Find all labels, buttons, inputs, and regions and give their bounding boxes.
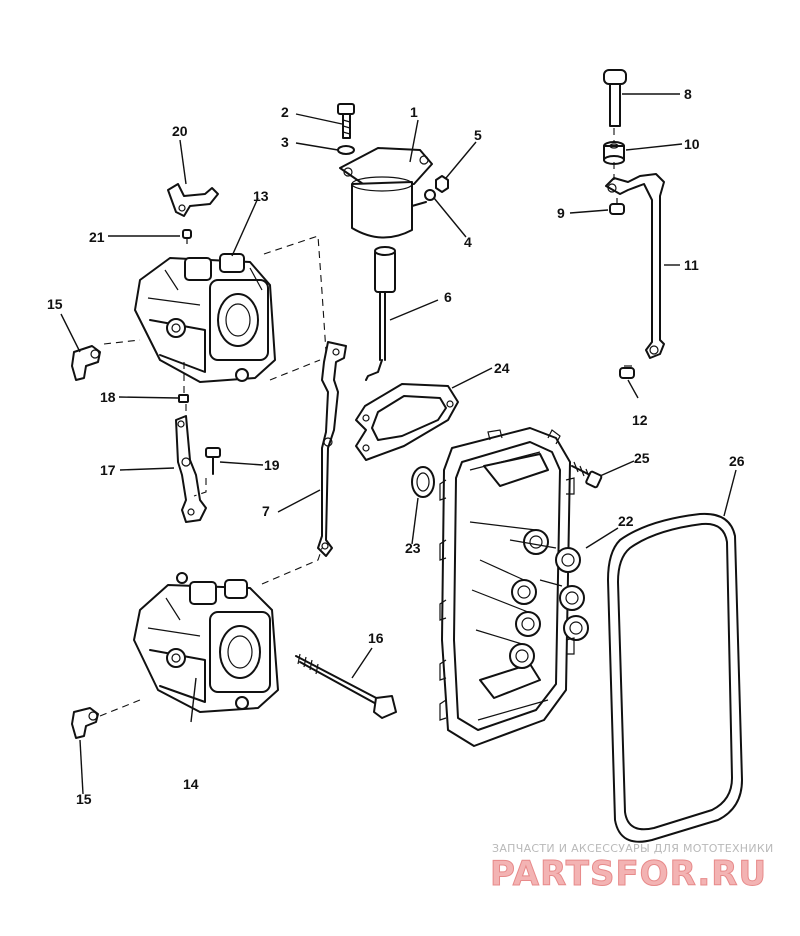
ground-strap-11 (605, 173, 665, 359)
seal-23 (411, 466, 435, 498)
callout-7: 7 (262, 503, 270, 519)
callout-14: 14 (183, 776, 199, 792)
callout-19: 19 (264, 457, 280, 473)
callout-18: 18 (100, 389, 116, 405)
seal-26 (607, 512, 743, 843)
bushing-18 (178, 394, 189, 403)
gasket-24 (355, 383, 459, 461)
bolt-8 (603, 69, 627, 127)
callout-21: 21 (89, 229, 105, 245)
bracket-20 (167, 183, 219, 217)
watermark-logo: PARTSFOR.RU (490, 854, 767, 894)
callout-8: 8 (684, 86, 692, 102)
watermark: ЗАПЧАСТИ И АКСЕССУАРЫ ДЛЯ МОТОТЕХНИКИ PA… (490, 842, 774, 895)
callout-3: 3 (281, 134, 289, 150)
lower-carburetor (133, 572, 279, 713)
link-rod-7 (317, 341, 347, 557)
callout-26: 26 (729, 453, 745, 469)
bolt-2 (337, 103, 355, 139)
callout-2: 2 (281, 104, 289, 120)
elbow-fitting-lower (71, 707, 99, 739)
callout-4: 4 (464, 234, 472, 250)
callout-20: 20 (172, 123, 188, 139)
screw-19 (205, 447, 221, 475)
nut-5 (435, 175, 449, 193)
elbow-fitting-upper (71, 345, 101, 381)
callout-22: 22 (618, 513, 634, 529)
screw-16 (295, 653, 397, 719)
plunger-6 (365, 246, 396, 381)
reed-plate-22 (439, 427, 589, 747)
callout-1: 1 (410, 104, 418, 120)
callout-10: 10 (684, 136, 700, 152)
grommet-10 (603, 141, 625, 165)
callout-15-lower: 15 (76, 791, 92, 807)
callout-labels: 1 2 3 4 5 6 7 8 9 10 11 12 13 14 15 15 1… (47, 86, 745, 807)
washer-3 (337, 145, 355, 155)
callout-16: 16 (368, 630, 384, 646)
link-17 (175, 415, 207, 523)
solenoid-1 (339, 147, 433, 239)
screw-21 (182, 229, 192, 244)
callout-6: 6 (444, 289, 452, 305)
callout-24: 24 (494, 360, 510, 376)
leader-lines (60, 93, 737, 795)
screw-12 (619, 365, 635, 379)
callout-23: 23 (405, 540, 421, 556)
upper-carburetor (134, 253, 276, 383)
callout-12: 12 (632, 412, 648, 428)
screw-9 (609, 198, 625, 215)
callout-5: 5 (474, 127, 482, 143)
callout-17: 17 (100, 462, 116, 478)
callout-25: 25 (634, 450, 650, 466)
washer-4 (424, 189, 436, 201)
alignment-lines (99, 128, 615, 717)
callout-11: 11 (684, 257, 699, 273)
reed-tubes (469, 521, 589, 669)
callout-15-upper: 15 (47, 296, 63, 312)
watermark-tagline: ЗАПЧАСТИ И АКСЕССУАРЫ ДЛЯ МОТОТЕХНИКИ (492, 842, 774, 855)
callout-9: 9 (557, 205, 565, 221)
screw-25 (571, 461, 603, 489)
callout-13: 13 (253, 188, 269, 204)
